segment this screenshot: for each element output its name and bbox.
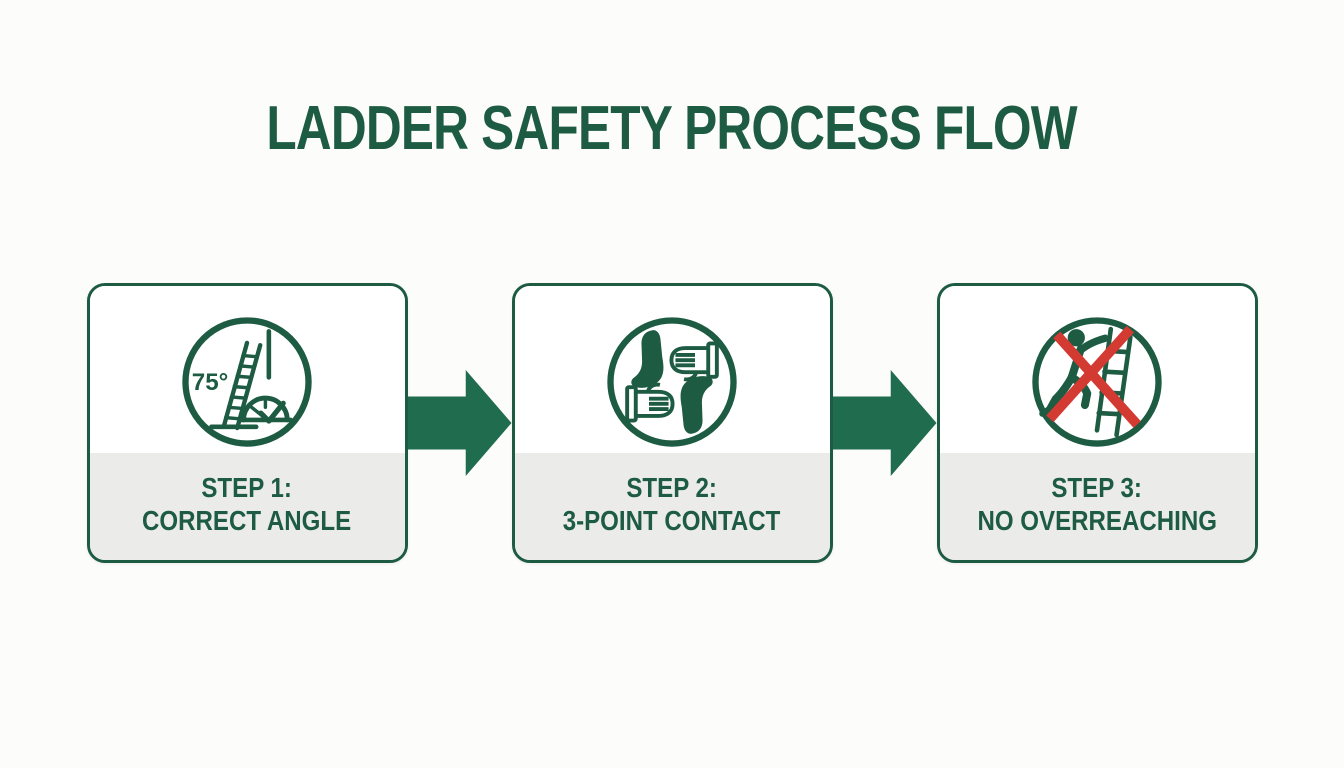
angle-value-label: 75° xyxy=(192,369,229,396)
title-bar: LADDER SAFETY PROCESS FLOW xyxy=(0,93,1344,164)
step-card-3: STEP 3: NO OVERREACHING xyxy=(936,283,1258,563)
step-1-name-label: CORRECT ANGLE xyxy=(142,504,352,536)
step-3-name-label: NO OVERREACHING xyxy=(977,504,1217,536)
gripping-hand-icon xyxy=(669,341,719,381)
foot-icon xyxy=(631,329,664,388)
angle-gauge-icon xyxy=(237,395,293,424)
page-title: LADDER SAFETY PROCESS FLOW xyxy=(266,94,1078,163)
red-x-prohibition-icon xyxy=(1046,325,1141,428)
step-3-icon-area xyxy=(939,286,1255,453)
step-2-icon-area xyxy=(514,286,830,453)
climbing-person-icon xyxy=(1039,328,1109,417)
icon-ring xyxy=(182,316,312,447)
step-2-label-area: STEP 2: 3-POINT CONTACT xyxy=(514,453,830,560)
step-3-number-label: STEP 3: xyxy=(1051,471,1143,503)
step-card-2: STEP 2: 3-POINT CONTACT xyxy=(511,283,833,563)
gripping-hand-icon xyxy=(625,382,675,422)
arrow-right-icon xyxy=(832,370,937,476)
step-card-1: 75° xyxy=(86,283,408,563)
step-2-name-label: 3-POINT CONTACT xyxy=(563,504,781,536)
process-flow-row: 75° xyxy=(0,283,1344,563)
no-overreaching-prohibited-icon xyxy=(1032,316,1162,447)
step-1-label-area: STEP 1: CORRECT ANGLE xyxy=(89,453,405,560)
checkmark-icon xyxy=(258,400,286,424)
ladder-angle-gauge-icon: 75° xyxy=(182,316,312,447)
step-3-label-area: STEP 3: NO OVERREACHING xyxy=(939,453,1255,560)
foot-icon xyxy=(680,375,713,434)
icon-ring xyxy=(1032,316,1162,447)
leaning-ladder-icon xyxy=(221,340,263,430)
three-point-contact-icon xyxy=(607,316,737,447)
icon-ring xyxy=(607,316,737,447)
arrow-right-icon xyxy=(407,370,512,476)
step-2-number-label: STEP 2: xyxy=(626,471,718,503)
step-1-icon-area: 75° xyxy=(89,286,405,453)
step-1-number-label: STEP 1: xyxy=(201,471,293,503)
